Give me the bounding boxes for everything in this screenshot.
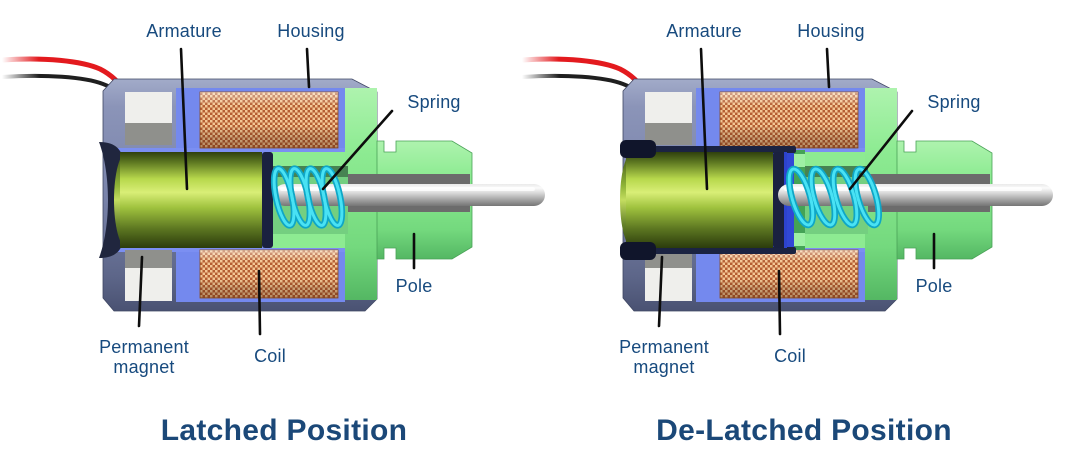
solenoid-cutaway-delatched — [520, 47, 1053, 336]
armature-shape — [99, 142, 273, 258]
housing-label: Housing — [797, 20, 865, 41]
permanent-magnet-label: Permanent magnet — [619, 336, 709, 377]
solenoid-cutaway-latched — [0, 47, 545, 336]
leader-lines — [137, 47, 416, 336]
armature-leader-line — [179, 47, 189, 191]
armature-shape — [620, 140, 796, 260]
spring-label: Spring — [407, 91, 461, 112]
coil-top — [719, 91, 859, 149]
permanent-magnet-leader-line — [137, 255, 144, 328]
armature-leader-line — [699, 47, 709, 191]
pole-label: Pole — [915, 275, 953, 296]
shaft-shape — [274, 184, 545, 206]
shaft-shape — [778, 184, 1053, 206]
armature-end-ring — [262, 152, 273, 248]
retainer-flange-top — [620, 140, 656, 158]
permanent-magnet-top — [125, 92, 172, 145]
permanent-magnet-bottom — [645, 250, 692, 301]
coil-label: Coil — [774, 345, 806, 366]
retainer-flange-bottom — [620, 242, 656, 260]
coil-leader-line — [257, 269, 262, 336]
coil-bottom — [719, 249, 859, 299]
spring-shape — [270, 165, 346, 229]
housing-leader-line — [305, 47, 311, 89]
coil-top — [199, 91, 339, 149]
housing-leader-line — [825, 47, 831, 89]
permanent-magnet-top — [645, 92, 692, 145]
permanent-magnet-bottom — [125, 250, 172, 301]
leader-lines — [657, 47, 936, 336]
pole-label: Pole — [395, 275, 433, 296]
spring-leader-line — [321, 109, 394, 191]
coil-label: Coil — [254, 345, 286, 366]
permanent-magnet-label: Permanent magnet — [99, 336, 189, 377]
diagram-title-delatched: De-Latched Position — [656, 414, 952, 447]
diagram-delatched: Armature Housing Spring Pole Permanent m… — [520, 0, 1070, 469]
spring-shape — [785, 165, 883, 229]
spring-label: Spring — [927, 91, 981, 112]
coil-leader-line — [777, 269, 782, 336]
diagram-title-latched: Latched Position — [160, 414, 408, 447]
armature-label: Armature — [666, 20, 742, 41]
housing-label: Housing — [277, 20, 345, 41]
spring-leader-line — [848, 109, 914, 191]
diagram-latched: Armature Housing Spring Pole Permanent m… — [0, 20, 545, 447]
permanent-magnet-leader-line — [657, 255, 664, 328]
coil-bottom — [199, 249, 339, 299]
armature-label: Armature — [146, 20, 222, 41]
